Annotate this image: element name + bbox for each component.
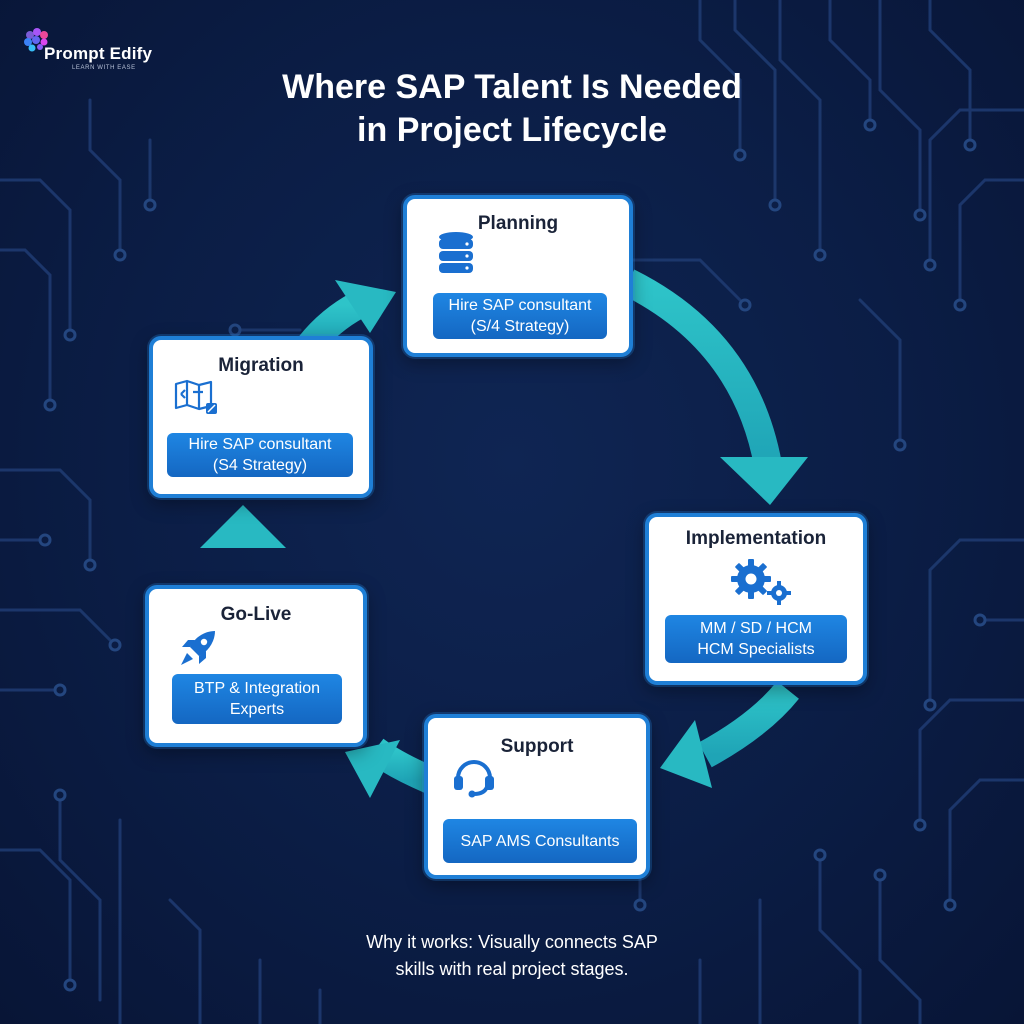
stage-role-migration-line-2: (S4 Strategy) (212, 457, 308, 474)
footer-note: Why it works: Visually connects SAP skil… (0, 929, 1024, 983)
stage-role-planning: Hire SAP consultant (S/4 Strategy) (433, 293, 607, 339)
database-icon (439, 232, 473, 273)
stage-role-implementation-line-1: MM / SD / HCM (700, 620, 812, 637)
stage-role-planning-line-2: (S/4 Strategy) (470, 318, 570, 335)
stage-card-migration: Migration Hire SAP consultant (S4 Strate… (149, 336, 373, 498)
stage-card-support: Support SAP AMS Consultants (424, 714, 650, 879)
stage-title-support: Support (500, 736, 574, 757)
stage-role-planning-line-1: Hire SAP consultant (448, 297, 592, 314)
page-title: Where SAP Talent Is Needed in Project Li… (0, 66, 1024, 152)
stage-card-golive: Go-Live BTP & Integration Experts (145, 585, 367, 747)
brain-icon (24, 28, 48, 52)
stage-title-golive: Go-Live (220, 604, 292, 625)
page-title-line-1: Where SAP Talent Is Needed (282, 68, 742, 106)
stage-role-implementation: MM / SD / HCM HCM Specialists (665, 615, 847, 663)
brand-tagline: LEARN WITH EASE (72, 65, 136, 71)
headset-icon (454, 760, 494, 798)
arrowhead-golive (345, 740, 400, 798)
stage-role-support-line-1: SAP AMS Consultants (460, 832, 620, 850)
stage-role-golive-line-1: BTP & Integration (194, 680, 320, 697)
rocket-icon (181, 631, 215, 665)
gears-icon (731, 559, 791, 605)
stage-role-implementation-line-2: HCM Specialists (697, 641, 815, 658)
brand-name: Prompt Edify (44, 44, 153, 63)
page-title-line-2: in Project Lifecycle (357, 111, 667, 149)
stage-card-implementation: Implementation MM / SD / HCM HCM Special… (645, 513, 867, 685)
stage-role-migration: Hire SAP consultant (S4 Strategy) (167, 433, 353, 477)
arrowhead-implementation (720, 457, 808, 505)
stage-role-migration-line-1: Hire SAP consultant (188, 436, 332, 453)
stage-title-migration: Migration (218, 355, 304, 376)
stage-role-golive: BTP & Integration Experts (172, 674, 342, 724)
footer-line-1: Why it works: Visually connects SAP (366, 932, 658, 952)
arrowhead-planning (335, 280, 396, 333)
arrow-planning-to-implementation (621, 269, 782, 468)
stage-role-golive-line-2: Experts (229, 701, 285, 718)
brand-logo: Prompt Edify LEARN WITH EASE (22, 26, 222, 76)
stage-title-implementation: Implementation (685, 528, 827, 549)
data-migration-icon (174, 379, 217, 414)
stage-title-planning: Planning (477, 213, 559, 234)
arrowhead-migration (200, 505, 286, 548)
stage-role-support: SAP AMS Consultants (443, 819, 637, 863)
footer-line-2: skills with real project stages. (395, 959, 629, 979)
stage-card-planning: Planning Hire SAP consultant (S/4 Strate… (403, 195, 633, 357)
arrow-implementation-to-support (698, 681, 799, 768)
arrowhead-support (660, 720, 712, 788)
